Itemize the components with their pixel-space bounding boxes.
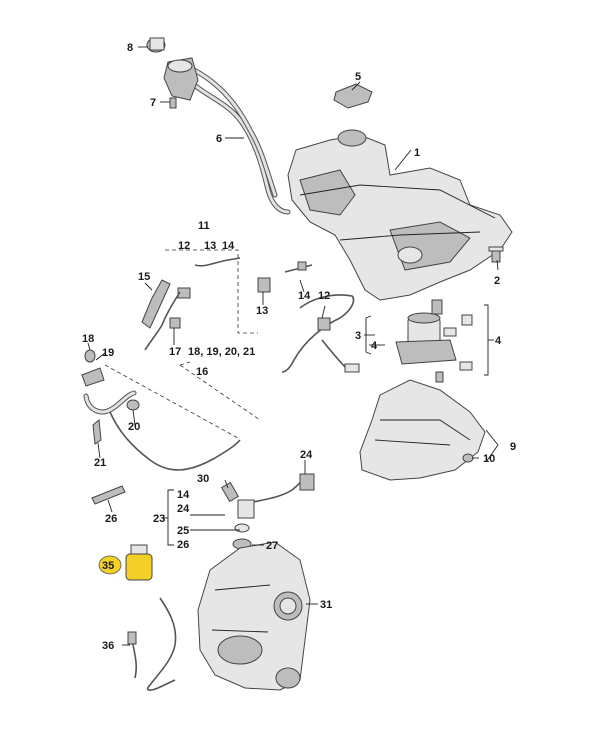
part-35-bottle: [125, 544, 153, 581]
part-6-filler-pipe: [163, 57, 291, 215]
callout-15: 15: [138, 271, 150, 283]
part-19-bracket: [81, 367, 105, 387]
callout-12-group: 12: [178, 240, 190, 252]
callout-26: 26: [105, 513, 117, 525]
callout-23: 23: [153, 513, 165, 525]
callout-20: 20: [128, 421, 140, 433]
part-3-pump: [395, 299, 473, 383]
callout-27: 27: [266, 540, 278, 552]
callout-2: 2: [494, 275, 500, 287]
callout-24: 24: [300, 449, 313, 461]
part-9-shield: [359, 379, 486, 481]
callout-14-group: 14: [222, 240, 235, 252]
part-17-connector: [169, 317, 181, 329]
callout-9: 9: [510, 441, 516, 453]
callout-1: 1: [414, 147, 420, 159]
callout-12: 12: [318, 290, 330, 302]
callout-6: 6: [216, 133, 222, 145]
part-31-catalytic-converter: [197, 541, 311, 691]
part-26-lance: [91, 485, 126, 505]
part-16-20-line: [83, 390, 241, 471]
callout-labels: 1 2 3 4 4 5 6 7 8 9 10 11 12 13 14 12 13…: [82, 42, 516, 652]
part-18-clip: [84, 349, 96, 363]
callout-3: 3: [355, 330, 361, 342]
part-12-13-14-lines: [144, 257, 360, 373]
part-27-seal: [232, 523, 252, 550]
callout-24-lower: 24: [177, 503, 190, 515]
callout-13-group: 13: [204, 240, 216, 252]
callout-4-left: 4: [371, 340, 378, 352]
callout-17: 17: [169, 346, 181, 358]
callout-18-21: 18, 19, 20, 21: [188, 346, 255, 358]
part-30-injector: [220, 481, 255, 519]
callout-19: 19: [102, 347, 114, 359]
callout-14: 14: [298, 290, 311, 302]
part-15-bracket: [141, 279, 171, 329]
callout-10: 10: [483, 453, 495, 465]
callout-11: 11: [198, 220, 210, 232]
callout-14-lower: 14: [177, 489, 190, 501]
callout-4-right: 4: [495, 335, 502, 347]
part-21-clamp: [92, 419, 102, 445]
part-1-tank: [287, 129, 513, 301]
callout-35-highlight: [98, 555, 122, 575]
callout-35: 35: [102, 560, 114, 572]
callout-13: 13: [256, 305, 268, 317]
callout-7: 7: [150, 97, 156, 109]
part-24-sensor: [239, 473, 315, 506]
callout-16: 16: [196, 366, 208, 378]
leader-lines: [87, 46, 499, 646]
callout-5: 5: [355, 71, 361, 83]
callout-26-lower: 26: [177, 539, 189, 551]
callout-21: 21: [94, 457, 106, 469]
part-2-screw: [488, 246, 504, 263]
part-7-screw: [169, 97, 177, 109]
part-36-cable: [127, 597, 177, 691]
callout-30: 30: [197, 473, 209, 485]
callout-25: 25: [177, 525, 189, 537]
part-8-filler-cap: [146, 37, 166, 53]
callout-36: 36: [102, 640, 114, 652]
callout-31: 31: [320, 599, 332, 611]
callout-18: 18: [82, 333, 94, 345]
part-5-cover: [333, 83, 373, 109]
callout-8: 8: [127, 42, 133, 54]
